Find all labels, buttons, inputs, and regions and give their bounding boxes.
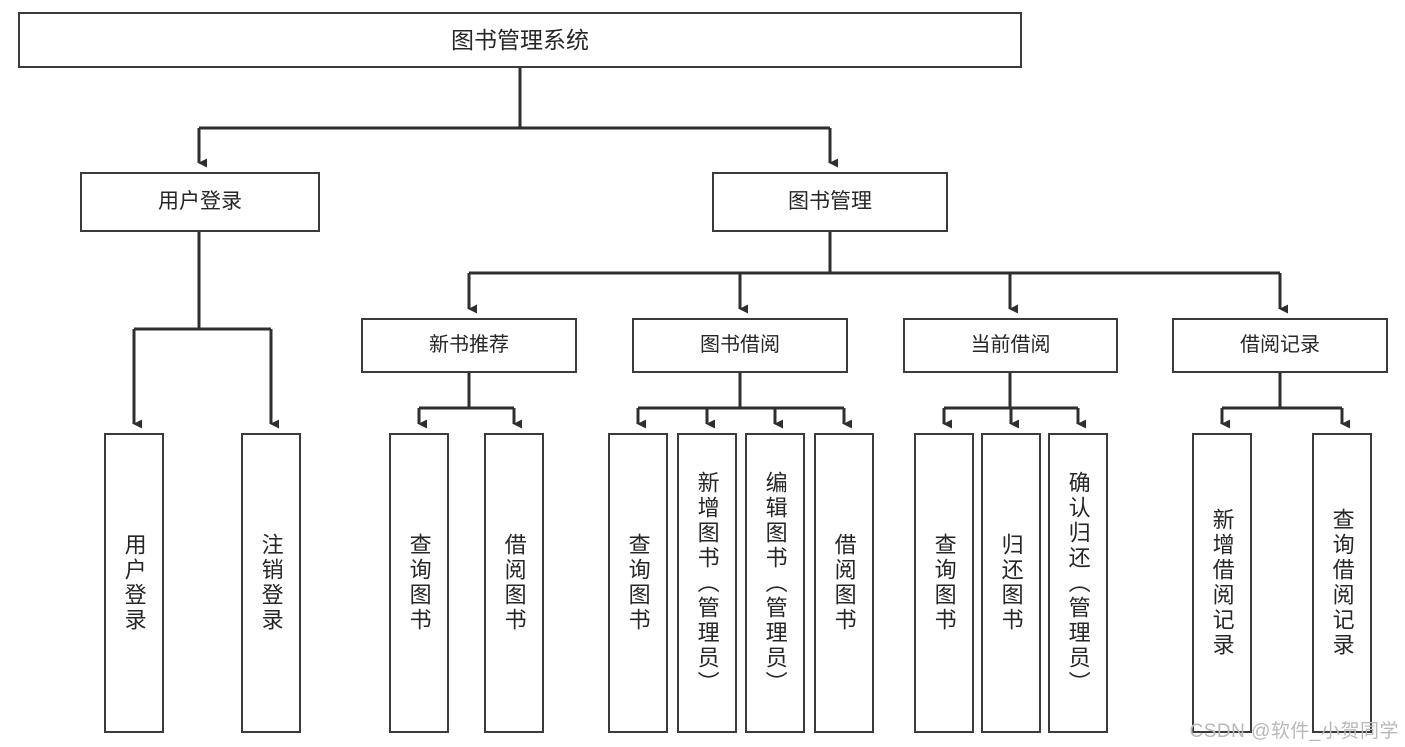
node-leaf-borrow-book-2[interactable]: 借阅图书	[814, 433, 874, 733]
node-book-management-label: 图书管理	[788, 189, 872, 213]
node-book-management[interactable]: 图书管理	[712, 172, 948, 232]
node-leaf-logout-label: 注销登录	[258, 533, 284, 633]
node-leaf-query-record[interactable]: 查询借阅记录	[1312, 433, 1372, 733]
node-root[interactable]: 图书管理系统	[18, 12, 1022, 68]
node-leaf-confirm-return[interactable]: 确认归还（管理员）	[1048, 433, 1108, 733]
node-leaf-return-book-label: 归还图书	[998, 533, 1024, 633]
node-leaf-query-book-3-label: 查询图书	[931, 533, 957, 633]
node-leaf-borrow-book-2-label: 借阅图书	[831, 533, 857, 633]
node-leaf-confirm-return-label: 确认归还（管理员）	[1065, 470, 1091, 696]
node-leaf-user-login-label: 用户登录	[121, 533, 147, 633]
node-leaf-query-record-label: 查询借阅记录	[1329, 508, 1355, 658]
node-leaf-add-book[interactable]: 新增图书（管理员）	[677, 433, 737, 733]
node-leaf-logout[interactable]: 注销登录	[241, 433, 301, 733]
node-root-label: 图书管理系统	[451, 26, 589, 53]
node-new-book-recommend[interactable]: 新书推荐	[361, 318, 577, 373]
node-borrow-record[interactable]: 借阅记录	[1172, 318, 1388, 373]
node-leaf-edit-book-label: 编辑图书（管理员）	[762, 470, 788, 696]
node-user-login-label: 用户登录	[158, 189, 242, 213]
node-current-borrow[interactable]: 当前借阅	[903, 318, 1118, 373]
node-leaf-add-book-label: 新增图书（管理员）	[694, 470, 720, 696]
node-current-borrow-label: 当前借阅	[970, 334, 1051, 356]
node-leaf-query-book-2[interactable]: 查询图书	[608, 433, 668, 733]
node-leaf-return-book[interactable]: 归还图书	[981, 433, 1041, 733]
node-leaf-query-book-2-label: 查询图书	[625, 533, 651, 633]
node-new-book-recommend-label: 新书推荐	[429, 334, 509, 356]
node-book-borrow[interactable]: 图书借阅	[632, 318, 848, 373]
node-leaf-query-book-1[interactable]: 查询图书	[389, 433, 449, 733]
node-user-login[interactable]: 用户登录	[80, 172, 320, 232]
node-book-borrow-label: 图书借阅	[700, 334, 780, 356]
node-leaf-borrow-book-1-label: 借阅图书	[501, 533, 527, 633]
node-borrow-record-label: 借阅记录	[1240, 334, 1320, 356]
node-leaf-edit-book[interactable]: 编辑图书（管理员）	[745, 433, 805, 733]
node-leaf-borrow-book-1[interactable]: 借阅图书	[484, 433, 544, 733]
node-leaf-add-record[interactable]: 新增借阅记录	[1192, 433, 1252, 733]
node-leaf-add-record-label: 新增借阅记录	[1209, 508, 1235, 658]
node-leaf-query-book-3[interactable]: 查询图书	[914, 433, 974, 733]
node-leaf-user-login[interactable]: 用户登录	[104, 433, 164, 733]
node-leaf-query-book-1-label: 查询图书	[406, 533, 432, 633]
